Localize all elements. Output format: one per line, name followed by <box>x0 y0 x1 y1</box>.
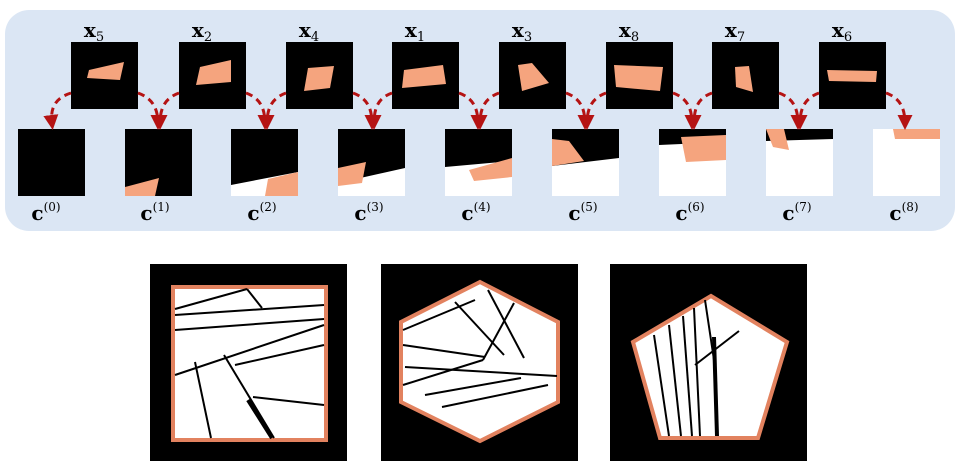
fracture-lines <box>653 299 740 437</box>
piece-shape <box>87 62 124 80</box>
piece-x2 <box>179 42 246 109</box>
canvas-label: c(3) <box>354 200 383 225</box>
piece-label: x8 <box>619 18 639 45</box>
canvas-label: c(1) <box>140 200 169 225</box>
piece-x7 <box>712 42 779 109</box>
arrow-in <box>579 91 607 130</box>
placed-piece <box>338 162 366 186</box>
arrow-in <box>43 91 72 130</box>
piece-x5 <box>71 42 138 109</box>
piece-shape <box>402 65 446 88</box>
piece-shape <box>827 70 877 82</box>
fracture-line-thick <box>246 398 274 440</box>
filled-region <box>552 158 619 196</box>
arrow-out <box>565 91 593 130</box>
piece-shape <box>518 63 549 91</box>
piece-shape <box>196 60 231 85</box>
arrow-out <box>778 91 806 130</box>
canvas-label: c(5) <box>568 200 597 225</box>
arrow-out <box>458 91 486 130</box>
placed-piece <box>125 178 159 196</box>
arrow-in <box>686 91 713 130</box>
piece-label: x3 <box>512 18 532 45</box>
arrow-in <box>259 91 287 130</box>
example-pentagon <box>610 264 807 461</box>
canvas-label: c(4) <box>461 200 490 225</box>
piece-label: x5 <box>84 18 104 45</box>
canvas-label: c(7) <box>782 200 811 225</box>
piece-shape <box>304 66 334 91</box>
piece-label: x7 <box>725 18 745 45</box>
canvas-labels: c(0) c(1) c(2) c(3) c(4) c(5) c(6) c(7) … <box>31 200 918 225</box>
piece-row <box>71 42 886 109</box>
canvas-label: c(0) <box>31 200 60 225</box>
sequence-panel <box>5 10 955 231</box>
piece-x4 <box>286 42 353 109</box>
canvas-state-4 <box>445 129 512 196</box>
placed-piece <box>552 139 584 166</box>
arrow-out <box>352 91 380 130</box>
canvas-background <box>18 129 85 196</box>
placed-piece <box>893 129 940 139</box>
pentagon-outline <box>630 293 790 440</box>
canvas-state-5 <box>552 129 619 196</box>
canvas-row <box>18 129 940 196</box>
placed-piece <box>469 158 512 181</box>
arrow-out <box>885 91 913 130</box>
placed-piece <box>681 135 726 162</box>
piece-label: x1 <box>405 18 425 45</box>
fracture-lines <box>174 288 325 439</box>
arrow-out <box>245 91 273 130</box>
canvas-label: c(6) <box>675 200 704 225</box>
placed-piece <box>766 129 789 150</box>
canvas-state-6 <box>659 129 726 196</box>
example-hexagon <box>381 264 578 461</box>
piece-x6 <box>819 42 886 109</box>
example-square <box>150 264 347 461</box>
piece-shape <box>614 65 663 91</box>
arrow-in <box>472 91 500 130</box>
piece-shape <box>735 66 753 92</box>
piece-label: x4 <box>299 18 319 45</box>
arrow-in <box>152 91 180 130</box>
canvas-label: c(2) <box>247 200 276 225</box>
arrow-out <box>672 91 700 130</box>
fracture-line-thick <box>712 336 719 437</box>
arrow-in <box>366 91 393 130</box>
canvas-state-8 <box>873 129 940 196</box>
filled-region <box>338 168 405 196</box>
canvas-state-1 <box>125 129 192 196</box>
canvas-background <box>873 129 940 196</box>
canvas-label: c(8) <box>889 200 918 225</box>
piece-label: x2 <box>192 18 212 45</box>
canvas-state-7 <box>766 129 833 196</box>
canvas-state-2 <box>231 129 298 196</box>
arrow-in <box>792 91 820 130</box>
flow-arrows <box>43 91 913 130</box>
piece-x8 <box>606 42 673 109</box>
fracture-lines <box>402 289 558 408</box>
piece-label: x6 <box>832 18 852 45</box>
piece-labels: x5 x2 x4 x1 x3 x8 x7 x6 <box>84 18 852 45</box>
piece-x3 <box>499 42 566 109</box>
canvas-state-0 <box>18 129 85 196</box>
canvas-state-3 <box>338 129 405 196</box>
piece-x1 <box>392 42 459 109</box>
placed-piece <box>265 172 298 196</box>
